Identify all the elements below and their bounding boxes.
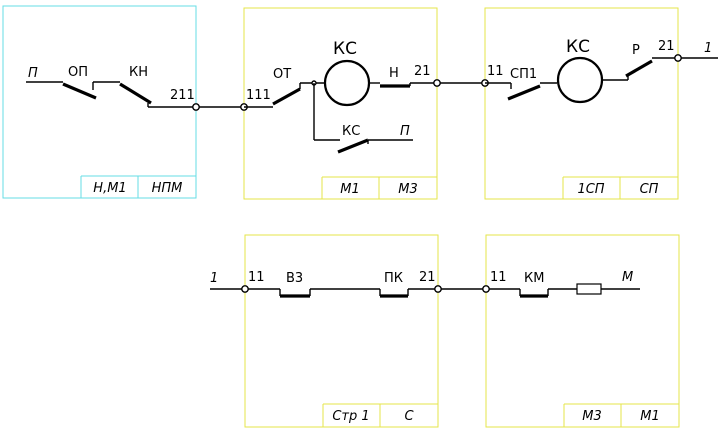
block-4-footer-1: С xyxy=(404,409,414,424)
block-3-footer-0: 1СП xyxy=(577,182,604,197)
block-2-footer-0: М1 xyxy=(340,182,360,197)
block-5: М3 М1 xyxy=(485,234,680,428)
block-5-footer-0: М3 xyxy=(582,409,602,424)
label-r: Р xyxy=(632,43,640,58)
label-ks-coil-2: КС xyxy=(566,37,590,57)
node-211 xyxy=(192,103,200,111)
contact-op xyxy=(62,82,97,100)
coil-ks-2 xyxy=(556,56,604,104)
label-op: ОП xyxy=(68,65,88,80)
block-3-frame xyxy=(484,7,679,200)
label-21-b: 21 xyxy=(658,39,675,54)
label-km: КМ xyxy=(524,271,544,286)
label-p-left: П xyxy=(28,66,38,81)
label-11-a: 11 xyxy=(487,64,504,79)
label-1-right: 1 xyxy=(704,41,712,56)
label-ks-coil-1: КС xyxy=(333,39,357,59)
block-1: Н,М1 НПМ xyxy=(2,5,197,199)
node-11-c xyxy=(482,285,490,293)
bottom-circuit: 1 11 В3 ПК 21 11 КМ М xyxy=(210,270,640,298)
block-4-footer-0: Стр 1 xyxy=(332,409,369,424)
label-sp1: СП1 xyxy=(510,67,537,82)
label-21-c: 21 xyxy=(419,270,436,285)
block-1-footer-1: НПМ xyxy=(152,181,183,196)
label-1-left: 1 xyxy=(210,271,218,286)
label-21-a: 21 xyxy=(414,64,431,79)
resistor xyxy=(576,283,602,295)
node-21-b xyxy=(674,54,682,62)
label-h: Н xyxy=(389,66,399,81)
node-21-c xyxy=(434,285,442,293)
label-111: 111 xyxy=(246,88,271,103)
contact-r xyxy=(625,59,653,78)
block-5-footer-1: М1 xyxy=(640,409,660,424)
node-21-a xyxy=(433,79,441,87)
block-4: Стр 1 С xyxy=(244,234,439,428)
label-p-branch: П xyxy=(400,124,410,139)
label-pk: ПК xyxy=(384,271,403,286)
label-11-c: 11 xyxy=(490,270,507,285)
node-11-b xyxy=(241,285,249,293)
label-kn: КН xyxy=(129,65,148,80)
contact-ot xyxy=(272,87,301,106)
block-1-frame xyxy=(2,5,197,199)
label-ks-contact: КС xyxy=(342,124,360,139)
top-circuit: П ОП КН 211 111 ОТ КС Н 21 1 xyxy=(26,37,718,154)
block-1-footer-0: Н,М1 xyxy=(93,181,126,196)
contact-sp1 xyxy=(507,84,541,101)
block-4-frame xyxy=(244,234,439,428)
coil-ks-1 xyxy=(323,59,371,107)
label-v3: В3 xyxy=(286,271,303,286)
label-m-right: М xyxy=(622,270,633,285)
label-211: 211 xyxy=(170,88,195,103)
label-ot: ОТ xyxy=(273,67,291,82)
block-2-footer-1: М3 xyxy=(398,182,418,197)
contact-kn xyxy=(119,82,152,105)
block-3: 1СП СП xyxy=(484,7,679,200)
block-3-footer-1: СП xyxy=(640,182,659,197)
label-11-b: 11 xyxy=(248,270,265,285)
block-5-frame xyxy=(485,234,680,428)
contact-ks xyxy=(337,138,369,154)
